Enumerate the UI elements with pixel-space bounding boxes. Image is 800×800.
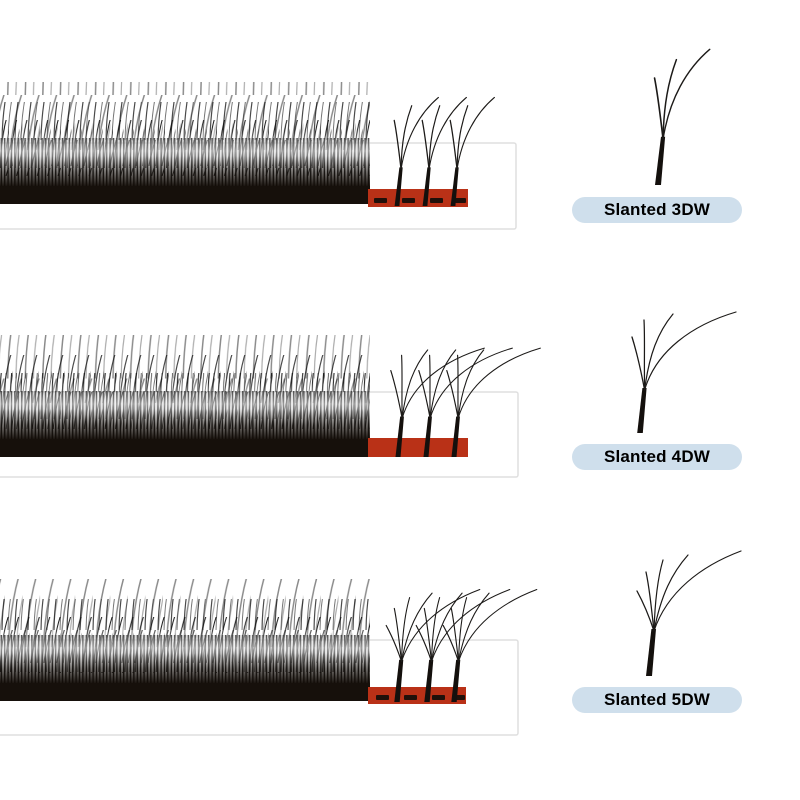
variant-label-text: Slanted 4DW: [603, 447, 711, 466]
lash-strip: [0, 579, 370, 701]
lash-strip-row-5dw: [0, 550, 742, 736]
lash-strip: [0, 82, 370, 204]
adhesive-tape: [368, 189, 468, 207]
fan-illustration-4dw: [631, 311, 737, 434]
tape-marks: [376, 695, 465, 700]
fan-illustration-5dw: [636, 550, 742, 677]
lash-strip-row-3dw: [0, 48, 711, 230]
strip-base: [0, 683, 370, 701]
lash-strip-row-4dw: [0, 311, 737, 478]
strip-base: [0, 186, 370, 204]
lash-strip: [0, 335, 370, 457]
variant-label-text: Slanted 3DW: [603, 200, 711, 219]
tape-marks: [374, 198, 466, 203]
variant-label-3dw: Slanted 3DW: [572, 197, 742, 223]
variant-label-5dw: Slanted 5DW: [572, 687, 742, 713]
variant-label-4dw: Slanted 4DW: [572, 444, 742, 470]
strip-base: [0, 439, 370, 457]
variant-label-text: Slanted 5DW: [603, 690, 711, 709]
fan-illustration-3dw: [653, 48, 711, 186]
adhesive-tape: [368, 438, 468, 457]
